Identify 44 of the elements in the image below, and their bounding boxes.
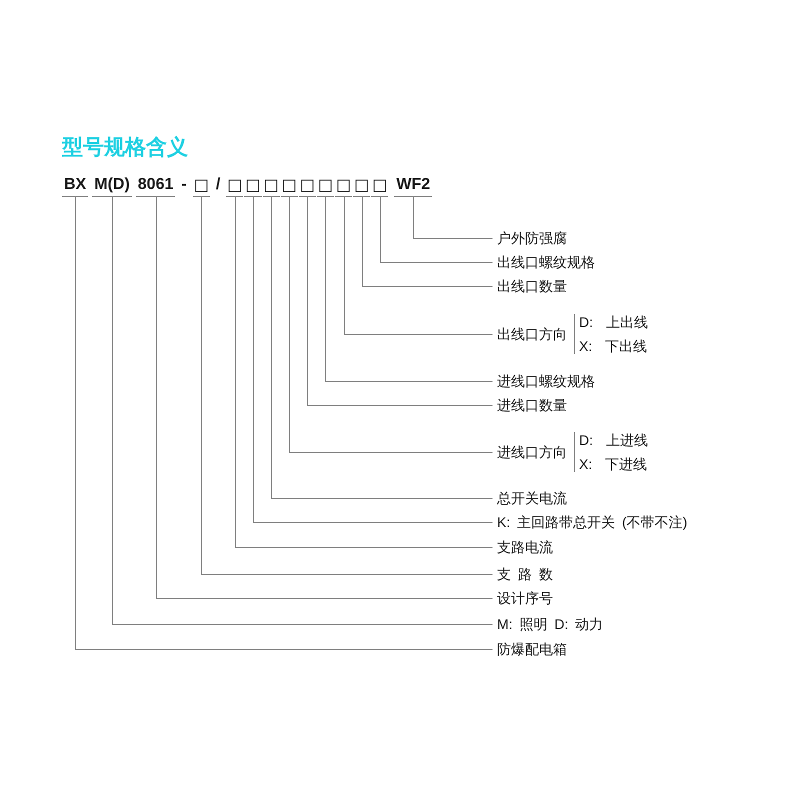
meaning-text: 出线口数量 [492, 276, 567, 296]
model-code-segment: WF2 [394, 173, 432, 197]
meaning-text: 防爆配电箱 [492, 639, 567, 659]
meaning-text: 户外防强腐 [492, 228, 567, 248]
leader-line [289, 196, 493, 453]
code-separator: - [181, 175, 187, 195]
leader-line [380, 196, 493, 263]
code-separator: / [216, 175, 220, 195]
blank-field: □ [280, 173, 298, 197]
meaning-text: 设计序号 [492, 588, 553, 608]
option-text: D: 上进线 [579, 431, 648, 450]
blank-field: □ [353, 173, 370, 197]
leader-line [344, 196, 493, 335]
meaning-text: 出线口螺纹规格 [492, 252, 595, 272]
model-code-segment: M(D) [92, 173, 132, 197]
meaning-text: 支路电流 [492, 537, 553, 557]
blank-field: □ [262, 173, 280, 197]
blank-field: □ [226, 173, 244, 197]
blank-field: □ [335, 173, 352, 197]
meaning-text: 总开关电流 [492, 488, 567, 508]
option-text: X: 下进线 [579, 455, 648, 474]
leader-line [156, 196, 493, 599]
blank-field: □ [192, 173, 210, 197]
leader-line [362, 196, 493, 287]
option-text: X: 下出线 [579, 337, 648, 356]
option-text: D: 上出线 [579, 313, 648, 332]
meaning-text: 出线口方向 [497, 325, 567, 344]
model-code-segment: BX [62, 173, 88, 197]
leader-line [307, 196, 493, 406]
blank-field: □ [316, 173, 334, 197]
model-code-segment: 8061 [136, 173, 176, 197]
meaning-text: 支 路 数 [492, 564, 553, 584]
leader-line [325, 196, 493, 382]
heading: 型号规格含义 [62, 134, 188, 161]
leader-line [413, 196, 493, 239]
meaning-text: 进线口方向 [497, 443, 567, 462]
blank-field: □ [244, 173, 262, 197]
leader-line [201, 196, 493, 575]
meaning-text: 进线口数量 [492, 395, 567, 415]
meaning-text: K: 主回路带总开关 (不带不注) [492, 512, 688, 532]
meaning-text: 进线口螺纹规格 [492, 371, 595, 391]
blank-field: □ [298, 173, 316, 197]
meaning-text: M: 照明 D: 动力 [492, 614, 604, 634]
blank-field: □ [371, 173, 388, 197]
